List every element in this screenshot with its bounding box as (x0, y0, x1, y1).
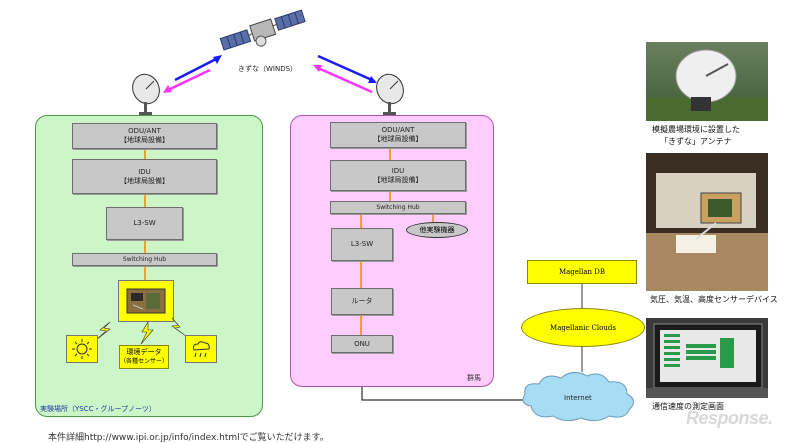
antenna-photo-caption-2: 「きずな」アンテナ (660, 137, 732, 146)
test-equipment-node: 他実験機器 (406, 222, 468, 238)
right-idu-sub: 【地球局設備】 (373, 175, 423, 184)
magellan-db-box: Magellan DB (527, 260, 637, 284)
right-idu-title: IDU (391, 166, 405, 175)
left-odu-sub: 【地球局設備】 (120, 136, 169, 144)
left-idu-box: IDU 【地球局設備】 (72, 159, 217, 194)
env-data-title: 環境データ (126, 348, 162, 356)
right-idu-box: IDU 【地球局設備】 (330, 160, 466, 191)
left-link-line-2 (144, 192, 146, 207)
rain-cloud-icon (185, 335, 217, 363)
onu-label: ONU (354, 339, 370, 348)
antenna-photo-caption-1: 模擬農場環境に設置した (652, 125, 740, 134)
left-switching-hub-box: Switching Hub (72, 253, 217, 266)
right-odu-sub: 【地球局設備】 (373, 135, 423, 143)
right-l3sw-label: L3-SW (350, 240, 374, 248)
sensor-device-photo (646, 153, 768, 291)
magellan-db-label: Magellan DB (558, 268, 606, 276)
right-link-line-4 (360, 259, 362, 288)
env-data-sub: （各種センサー） (120, 358, 169, 365)
speed-test-photo (646, 318, 768, 398)
right-link-line-5 (360, 313, 362, 335)
right-odu-title: ODU/ANT (381, 126, 415, 134)
bolt-icon-center (140, 320, 154, 345)
right-site-footer: 群馬 (467, 374, 481, 382)
left-satellite-dish-icon (128, 72, 164, 116)
left-switching-hub-label: Switching Hub (122, 256, 167, 263)
uplink-arrow-right (317, 66, 373, 94)
right-l3sw-box: L3-SW (331, 228, 393, 261)
left-l3sw-label: L3-SW (133, 219, 156, 227)
onu-box: ONU (331, 335, 393, 353)
downlink-arrow-left (167, 68, 211, 92)
left-l3sw-box: L3-SW (106, 207, 183, 240)
left-idu-sub: 【地球局設備】 (120, 176, 169, 185)
sun-weather-icon (66, 335, 98, 363)
left-idu-title: IDU (138, 167, 151, 176)
router-label: ルータ (351, 297, 373, 305)
right-switching-hub-label: Switching Hub (376, 204, 420, 211)
right-link-line-6 (432, 212, 434, 222)
bolt-icon-right (171, 317, 187, 337)
sensor-photo-caption: 気圧、気温、高度センサーデバイス (650, 295, 778, 304)
uplink-arrowhead-left (213, 55, 222, 64)
magellanic-clouds-label: Magellanic Clouds (550, 323, 616, 332)
environment-data-box: 環境データ （各種センサー） (119, 345, 169, 369)
right-link-line-3 (360, 212, 362, 228)
uplink-arrowhead-right (313, 65, 322, 72)
response-watermark-logo: Response. (686, 408, 773, 429)
right-switching-hub-box: Switching Hub (330, 201, 466, 214)
speed-test-caption: 通信速度の測定画面 (652, 402, 724, 411)
left-link-line-1 (144, 147, 146, 159)
left-site-footer: 実験場所（YSCC・グループノーツ） (40, 405, 156, 413)
satellite-icon (218, 8, 308, 54)
downlink-arrowhead-left (163, 85, 172, 93)
right-odu-ant-box: ODU/ANT 【地球局設備】 (330, 122, 466, 148)
left-odu-title: ODU/ANT (128, 127, 161, 135)
downlink-arrow-right (317, 54, 373, 82)
right-link-line-2 (389, 189, 391, 201)
left-link-line-3 (144, 238, 146, 253)
right-link-line-1 (389, 146, 391, 160)
test-equipment-label: 他実験機器 (419, 226, 455, 234)
uplink-arrow-left (174, 56, 219, 82)
bottom-info-text: 本件詳細http://www.ipi.or.jp/info/index.html… (48, 433, 329, 443)
router-box: ルータ (331, 288, 393, 315)
watermark-text: Response. (686, 408, 773, 428)
left-odu-ant-box: ODU/ANT 【地球局設備】 (72, 123, 217, 149)
right-satellite-dish-icon (372, 72, 408, 116)
sensor-device-icon (118, 280, 174, 322)
magellanic-clouds-node: Magellanic Clouds (521, 308, 645, 347)
downlink-arrowhead-right (368, 76, 377, 83)
left-link-line-4 (144, 264, 146, 280)
satellite-label: きずな（WINDS） (238, 65, 298, 73)
internet-label: Internet (564, 394, 592, 402)
bolt-icon-left (95, 321, 111, 341)
antenna-photo (646, 42, 768, 121)
internet-cloud-icon (517, 366, 641, 424)
